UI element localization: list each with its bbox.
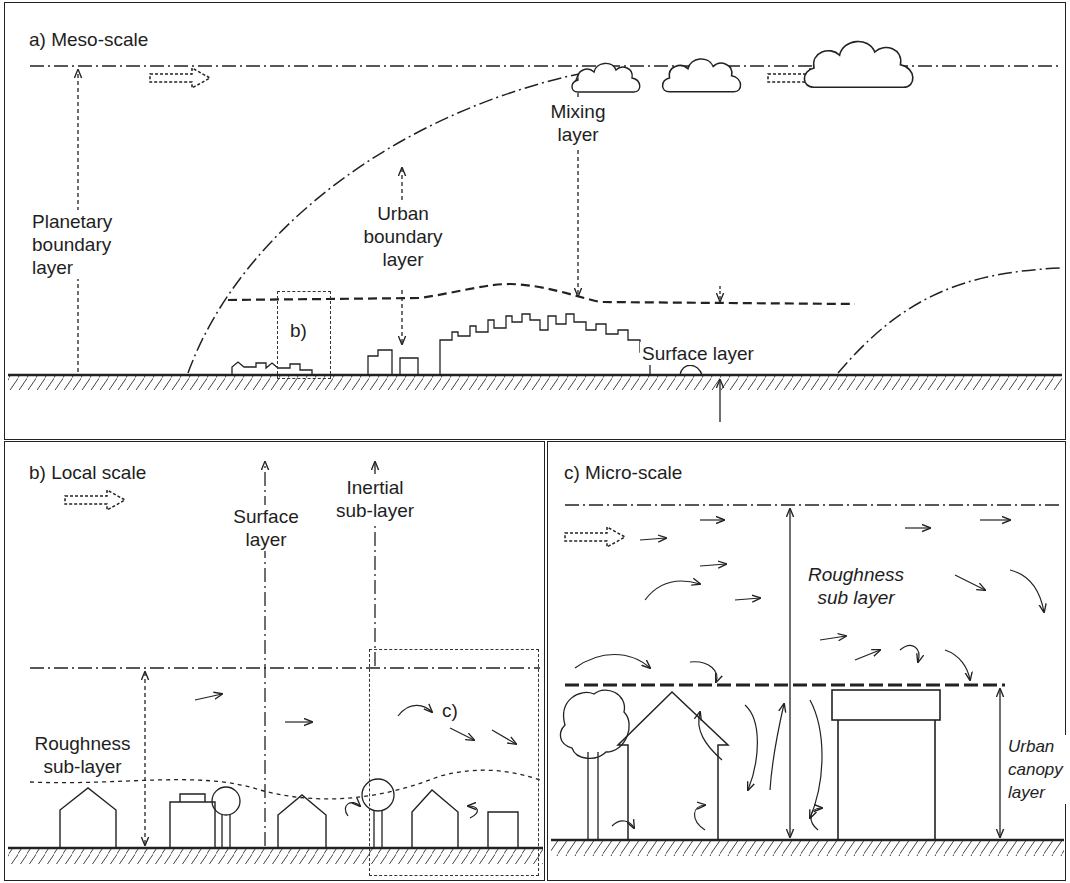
layer-label: Surface layer [640, 342, 780, 365]
zoom-frame: b) [277, 291, 331, 379]
zoom-frame: c) [369, 649, 539, 876]
panel-heading: c) Micro-scale [564, 462, 682, 484]
layer-label: Planetary boundary layer [30, 210, 148, 279]
layer-label: Mixing layer [538, 100, 618, 146]
panel-heading: a) Meso-scale [29, 29, 148, 51]
frame-label: c) [442, 700, 458, 722]
local-scale-drawing [8, 462, 543, 864]
micro-scale-drawing [551, 505, 1064, 856]
layer-label: Urban boundary layer [358, 202, 448, 271]
layer-label: Urban canopy layer [1006, 735, 1066, 804]
layer-label: Surface layer [226, 505, 306, 551]
meso-scale-drawing [8, 41, 1062, 422]
layer-label: Roughness sub layer [800, 563, 912, 609]
scale-panel: c) Micro-scale [547, 441, 1066, 881]
layer-label: Roughness sub-layer [30, 732, 135, 778]
scale-panel: a) Meso-scale b) [4, 2, 1066, 440]
panel-heading: b) Local scale [29, 462, 146, 484]
frame-label: b) [290, 320, 307, 342]
layer-label: Inertial sub-layer [330, 476, 420, 522]
